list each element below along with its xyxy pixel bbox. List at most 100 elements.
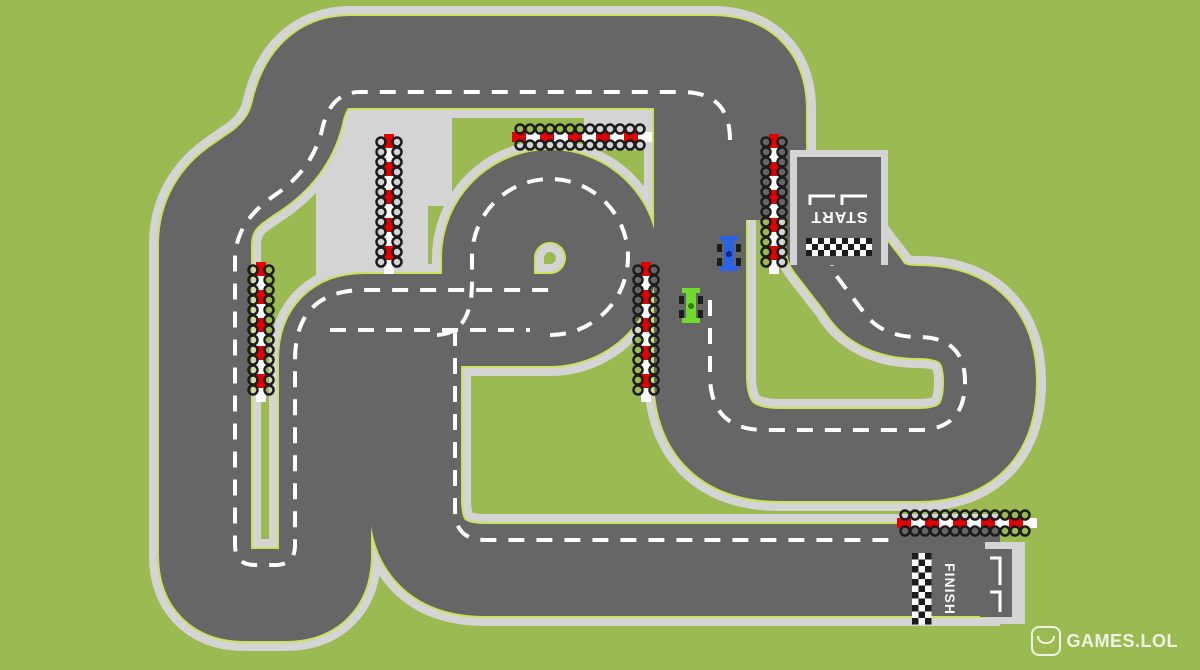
track-asphalt	[159, 16, 1036, 641]
barrier-top-stripe	[540, 132, 554, 142]
start-checker-square	[824, 244, 830, 250]
finish-box-asphalt	[980, 549, 1012, 617]
barrier-center-stripe	[641, 290, 651, 304]
finish-checker-square	[912, 618, 919, 625]
barrier-left-outer	[247, 262, 275, 402]
car-blue-wheel	[736, 258, 741, 266]
car-green-wheel	[679, 310, 684, 318]
start-checker-square	[842, 250, 848, 256]
finish-checkered-line	[912, 553, 932, 625]
tire-icon	[375, 256, 387, 268]
car-green-wheel	[698, 310, 703, 318]
barrier-finish-stripe	[897, 518, 911, 528]
finish-checker-square	[918, 598, 925, 605]
barrier-center-stripe	[641, 360, 651, 374]
games-lol-logo-icon	[1030, 626, 1061, 656]
barrier-start-side-stripe	[769, 176, 779, 190]
car-green-front-wing	[682, 288, 700, 293]
car-green-rear-wing	[682, 318, 700, 323]
barrier-left-inner-stripe	[384, 190, 394, 204]
barriers	[247, 123, 1037, 537]
barrier-finish-stripe	[953, 518, 967, 528]
car-blue-wheel	[736, 244, 741, 252]
tire-icon	[648, 384, 660, 396]
track-lane-dashes	[233, 90, 967, 567]
barrier-finish-stripe	[911, 518, 925, 528]
barrier-left-outer-stripe	[256, 304, 266, 318]
barrier-center-stripe	[641, 388, 651, 402]
barrier-top-stripe	[582, 132, 596, 142]
car-blue-rear-wing	[720, 266, 738, 271]
barrier-center-stripe	[641, 332, 651, 346]
barrier-start-side-stripe	[769, 232, 779, 246]
car-blue-front-wing	[720, 236, 738, 241]
barrier-top-stripe	[554, 132, 568, 142]
barrier-left-outer-stripe	[256, 374, 266, 388]
barrier-start-side-stripe	[769, 218, 779, 232]
barrier-left-inner-stripe	[384, 246, 394, 260]
barrier-top-stripe	[638, 132, 652, 142]
tire-icon	[1019, 525, 1031, 537]
finish-checker-square	[925, 579, 932, 586]
start-checker-square	[806, 250, 812, 256]
barrier-center-stripe	[641, 346, 651, 360]
start-checker-square	[806, 238, 812, 244]
barrier-left-inner-stripe	[384, 148, 394, 162]
barrier-finish-stripe	[1023, 518, 1037, 528]
barrier-finish-stripe	[981, 518, 995, 528]
barrier-finish-stripe	[1009, 518, 1023, 528]
finish-label: FINISH	[942, 563, 958, 615]
barrier-finish	[897, 509, 1037, 537]
car-green-wheel	[679, 296, 684, 304]
finish-checker-square	[912, 605, 919, 612]
barrier-left-outer-stripe	[256, 276, 266, 290]
watermark: GAMES.LOL	[1030, 626, 1179, 656]
barrier-top-stripe	[526, 132, 540, 142]
barrier-left-inner-stripe	[384, 260, 394, 274]
finish-checker-square	[918, 572, 925, 579]
start-checker-square	[866, 238, 872, 244]
barrier-left-inner-stripe	[384, 218, 394, 232]
finish-checker-square	[925, 553, 932, 560]
barrier-left-inner-stripe	[384, 162, 394, 176]
tire-icon	[634, 139, 646, 151]
finish-checker-square	[925, 605, 932, 612]
barrier-center	[632, 262, 660, 402]
barrier-left-outer-stripe	[256, 346, 266, 360]
start-area: START	[790, 150, 888, 265]
barrier-center-stripe	[641, 304, 651, 318]
barrier-left-inner-stripe	[384, 232, 394, 246]
start-checker-square	[818, 250, 824, 256]
barrier-top	[512, 123, 652, 151]
barrier-start-side-stripe	[769, 246, 779, 260]
barrier-left-outer-stripe	[256, 388, 266, 402]
tire-icon	[391, 256, 403, 268]
barrier-top-stripe	[596, 132, 610, 142]
barrier-top-stripe	[512, 132, 526, 142]
barrier-finish-stripe	[967, 518, 981, 528]
car-blue-wheel	[717, 244, 722, 252]
barrier-top-stripe	[610, 132, 624, 142]
finish-checker-square	[918, 559, 925, 566]
tire-icon	[634, 123, 646, 135]
car-blue-cockpit	[726, 251, 732, 257]
start-checker-square	[836, 244, 842, 250]
start-checker-square	[848, 244, 854, 250]
finish-checker-square	[912, 566, 919, 573]
finish-checker-square	[925, 592, 932, 599]
barrier-left-outer-stripe	[256, 290, 266, 304]
finish-area: FINISH	[912, 542, 1025, 625]
barrier-start-side-stripe	[769, 190, 779, 204]
finish-checker-square	[912, 553, 919, 560]
barrier-center-stripe	[641, 318, 651, 332]
watermark-text: GAMES.LOL	[1066, 630, 1178, 651]
start-label: START	[810, 208, 867, 225]
finish-checker-square	[918, 585, 925, 592]
start-checker-square	[830, 238, 836, 244]
barrier-left-inner-stripe	[384, 134, 394, 148]
finish-checker-square	[918, 611, 925, 618]
start-checker-square	[866, 250, 872, 256]
start-checker-square	[854, 250, 860, 256]
barrier-left-outer-stripe	[256, 332, 266, 346]
